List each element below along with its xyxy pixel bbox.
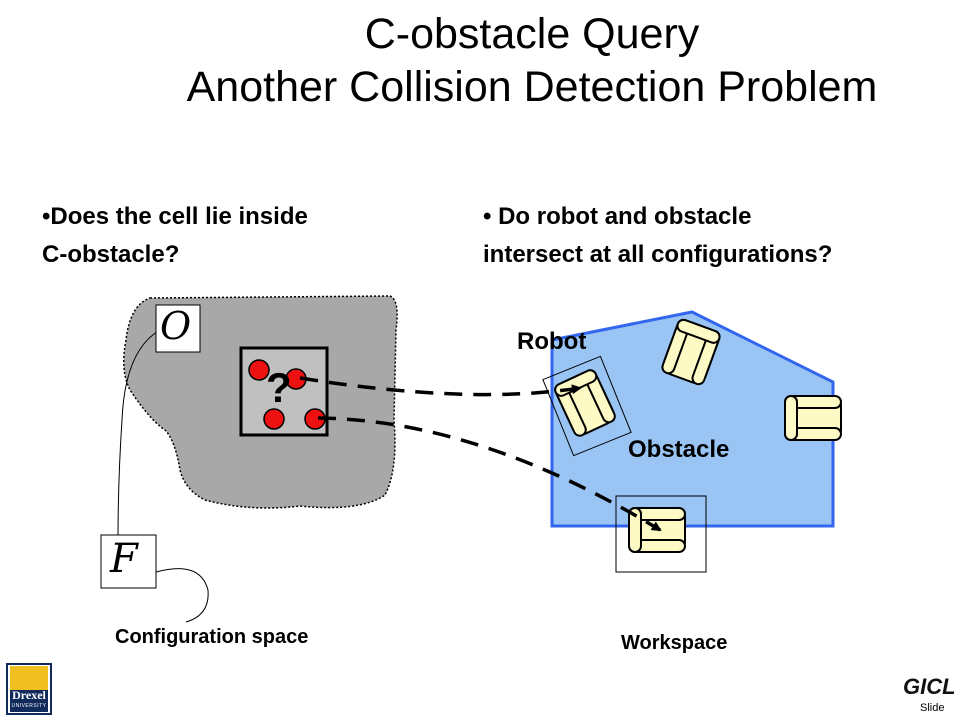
obstacle-leader-line [117, 329, 161, 541]
robot-label: Robot [517, 328, 587, 355]
left-bullet: •Does the cell lie inside C-obstacle? [42, 198, 308, 274]
left-bullet-line2: C-obstacle? [42, 241, 180, 268]
drexel-logo-text: Drexel [12, 688, 46, 702]
sample-dot [248, 359, 270, 381]
query-mark: ? [266, 364, 292, 411]
workspace-polygon [550, 310, 835, 528]
sample-dot [263, 408, 285, 430]
dashed-arrow-lower [317, 416, 662, 532]
dashed-arrow-upper [299, 376, 582, 397]
robot-config-box-end [615, 495, 707, 573]
right-bullet: • Do robot and obstacle intersect at all… [483, 198, 832, 274]
right-bullet-line2: intersect at all configurations? [483, 241, 833, 268]
left-bullet-line1: •Does the cell lie inside [42, 203, 308, 230]
chair-obstacle-2 [784, 395, 842, 441]
slide-title-line1: C-obstacle Query [364, 10, 700, 58]
free-space-symbol: F [110, 536, 138, 582]
obstacle-symbol: O [160, 304, 192, 348]
obstacle-symbol-box [155, 304, 201, 353]
obstacle-label: Obstacle [628, 436, 730, 463]
robot-config-box-start [542, 355, 632, 457]
slide-footer-label: Slide [920, 702, 945, 714]
workspace-label: Workspace [621, 632, 728, 654]
configuration-space-label: Configuration space [115, 626, 309, 648]
right-bullet-line1: • Do robot and obstacle [483, 203, 752, 230]
slide-title-line2: Another Collision Detection Problem [186, 63, 878, 111]
drexel-logo-crest [10, 666, 48, 690]
gicl-logo: GICL [903, 674, 956, 699]
drexel-logo-banner [10, 690, 48, 712]
free-space-symbol-box [100, 534, 157, 589]
free-space-leader-line [155, 568, 209, 623]
drexel-logo-subtext: UNIVERSITY [11, 703, 47, 709]
